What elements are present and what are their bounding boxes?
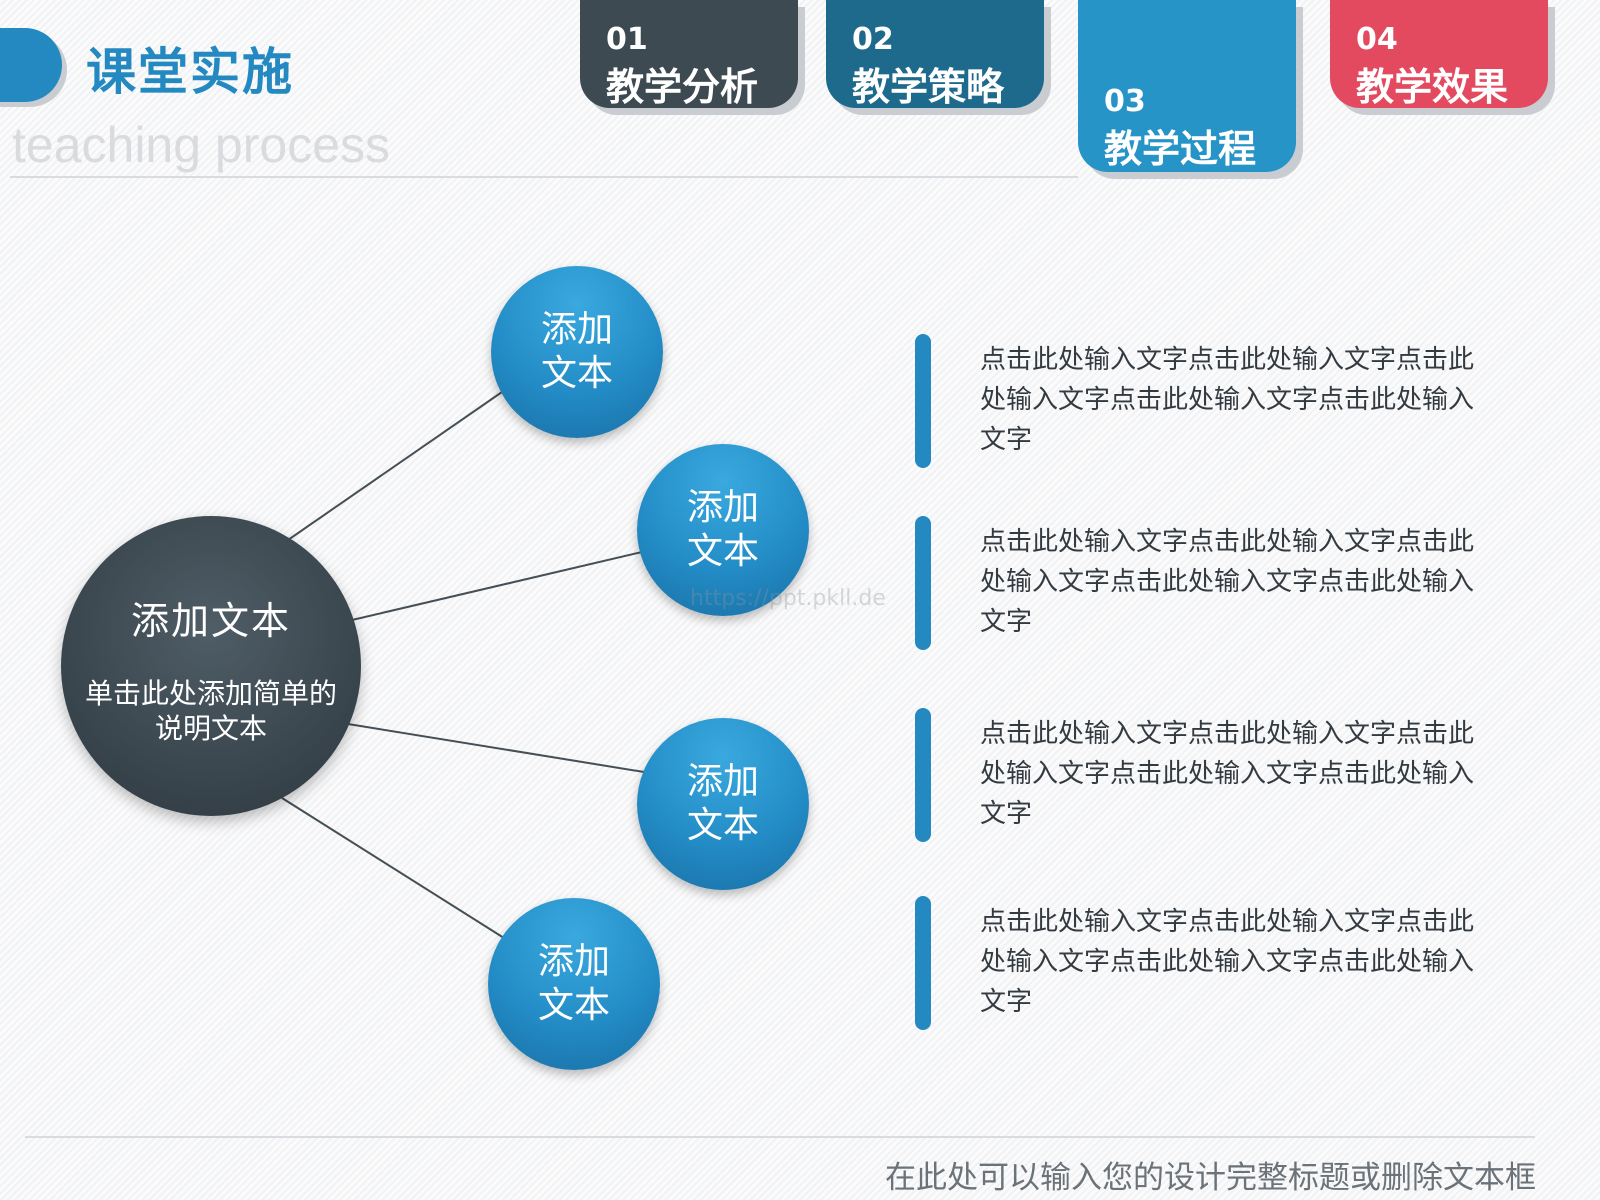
hub-title: 添加文本: [130, 599, 291, 643]
footer-divider: [25, 1136, 1535, 1138]
tab-teaching-analysis[interactable]: 01 教学分析: [580, 0, 798, 109]
tab-teaching-process[interactable]: 03 教学过程: [1078, 0, 1296, 172]
watermark: https://ppt.pkll.de: [690, 586, 886, 611]
page-title: 课堂实施: [86, 43, 294, 101]
tab-label: 教学分析: [606, 65, 759, 109]
tab-label: 教学策略: [852, 65, 1005, 109]
tab-number: 03: [1104, 84, 1146, 119]
branch-node-1[interactable]: 添加文本: [491, 266, 663, 438]
page-subtitle: teaching process: [12, 117, 391, 173]
hub-circle[interactable]: 添加文本 单击此处添加简单的说明文本: [61, 516, 361, 816]
branch-node-label: 添加文本: [537, 941, 610, 1026]
footer-text[interactable]: 在此处可以输入您的设计完整标题或删除文本框: [885, 1160, 1536, 1196]
description-bar: [915, 334, 931, 468]
hub-description: 单击此处添加简单的说明文本: [84, 677, 337, 745]
description-item-3: 点击此处输入文字点击此处输入文字点击此处输入文字点击此处输入文字点击此处输入文字: [915, 708, 1475, 842]
description-text[interactable]: 点击此处输入文字点击此处输入文字点击此处输入文字点击此处输入文字点击此处输入文字: [980, 907, 1475, 1017]
branch-node-label: 添加文本: [540, 309, 613, 394]
tab-label: 教学过程: [1104, 127, 1257, 171]
description-bar: [915, 708, 931, 842]
description-text[interactable]: 点击此处输入文字点击此处输入文字点击此处输入文字点击此处输入文字点击此处输入文字: [980, 527, 1475, 637]
description-bar: [915, 896, 931, 1030]
branch-node-4[interactable]: 添加文本: [488, 898, 660, 1070]
connector-line-1: [287, 391, 503, 541]
tab-number: 04: [1356, 22, 1398, 57]
tab-teaching-strategy[interactable]: 02 教学策略: [826, 0, 1044, 109]
connector-line-2: [351, 551, 643, 621]
tab-number: 01: [606, 22, 648, 57]
description-item-1: 点击此处输入文字点击此处输入文字点击此处输入文字点击此处输入文字点击此处输入文字: [915, 334, 1475, 468]
branch-node-2[interactable]: 添加文本: [637, 444, 809, 616]
tab-label: 教学效果: [1356, 65, 1509, 109]
title-divider: [10, 176, 1078, 178]
description-bar: [915, 516, 931, 650]
description-text[interactable]: 点击此处输入文字点击此处输入文字点击此处输入文字点击此处输入文字点击此处输入文字: [980, 719, 1475, 829]
title-accent-pill: [0, 28, 62, 102]
branch-node-label: 添加文本: [686, 761, 759, 846]
branch-node-label: 添加文本: [686, 487, 759, 572]
tab-number: 02: [852, 22, 894, 57]
branch-node-3[interactable]: 添加文本: [637, 718, 809, 890]
description-text[interactable]: 点击此处输入文字点击此处输入文字点击此处输入文字点击此处输入文字点击此处输入文字: [980, 345, 1475, 455]
tab-teaching-effect[interactable]: 04 教学效果: [1330, 0, 1548, 109]
description-item-4: 点击此处输入文字点击此处输入文字点击此处输入文字点击此处输入文字点击此处输入文字: [915, 896, 1475, 1030]
description-item-2: 点击此处输入文字点击此处输入文字点击此处输入文字点击此处输入文字点击此处输入文字: [915, 516, 1475, 650]
connector-line-3: [347, 723, 645, 773]
connector-line-4: [281, 797, 505, 939]
